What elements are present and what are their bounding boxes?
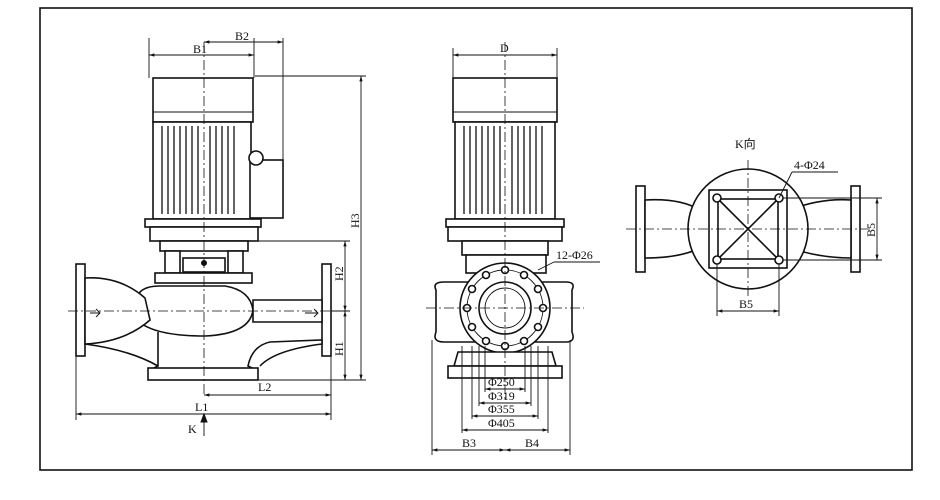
motor-ribs-front xyxy=(161,126,235,214)
side-dimensions: D 12-Φ26 Φ250 Φ319 Φ355 Φ405 B3 B4 xyxy=(431,41,600,455)
view-title-k: K向 xyxy=(735,136,756,151)
dim-label-b3: B3 xyxy=(462,436,476,450)
dim-label-b5-vertical: B5 xyxy=(864,223,878,237)
dim-label-l2: L2 xyxy=(258,380,271,394)
flange-bolt-holes xyxy=(462,265,548,351)
dim-label-b1: B1 xyxy=(193,42,207,56)
k-view-dimensions: 4-Φ24 B5 B5 xyxy=(716,158,882,316)
k-view: K向 xyxy=(626,136,870,298)
front-view xyxy=(68,42,340,395)
bolt-label-base: 4-Φ24 xyxy=(794,158,825,172)
side-view xyxy=(426,42,584,400)
diameter-label-319: Φ319 xyxy=(488,389,515,403)
drawing-frame xyxy=(39,7,913,471)
motor-ribs-side xyxy=(463,126,543,214)
dim-label-l1: L1 xyxy=(195,400,208,414)
bolt-label-flange: 12-Φ26 xyxy=(556,248,593,262)
diameter-label-250: Φ250 xyxy=(488,375,515,389)
diameter-label-405: Φ405 xyxy=(488,416,515,430)
dim-label-b5-horizontal: B5 xyxy=(739,297,753,311)
dim-label-b4: B4 xyxy=(525,436,539,450)
front-dimensions: B1 B2 H2 H1 H3 L2 L1 K xyxy=(75,29,366,436)
dim-label-d: D xyxy=(500,41,509,55)
view-arrow-k: K xyxy=(188,422,197,436)
dim-label-h2: H2 xyxy=(332,266,346,281)
dim-label-h3: H3 xyxy=(348,213,362,228)
diameter-label-355: Φ355 xyxy=(488,402,515,416)
dim-label-b2: B2 xyxy=(235,29,249,43)
dim-label-h1: H1 xyxy=(332,341,346,356)
